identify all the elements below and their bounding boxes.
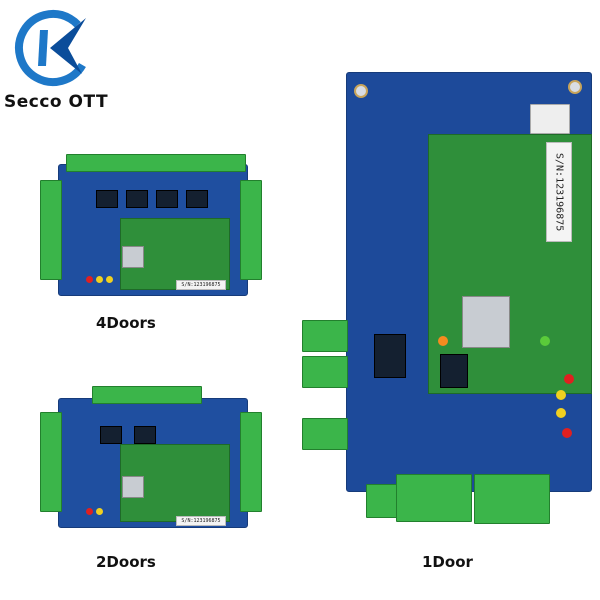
product-4doors: S/N:123196875 bbox=[36, 150, 266, 300]
serial-label: S/N:123196875 bbox=[176, 280, 226, 290]
caption-4doors: 4Doors bbox=[96, 314, 156, 332]
product-2doors: S/N:123196875 bbox=[36, 382, 266, 532]
product-1door: S/N:123196875 bbox=[300, 64, 600, 524]
serial-label: S/N:123196875 bbox=[546, 142, 572, 242]
brand-logo bbox=[15, 10, 91, 86]
serial-label: S/N:123196875 bbox=[176, 516, 226, 526]
caption-2doors: 2Doors bbox=[96, 553, 156, 571]
brand-name: Secco OTT bbox=[4, 92, 109, 112]
caption-1door: 1Door bbox=[422, 553, 473, 571]
